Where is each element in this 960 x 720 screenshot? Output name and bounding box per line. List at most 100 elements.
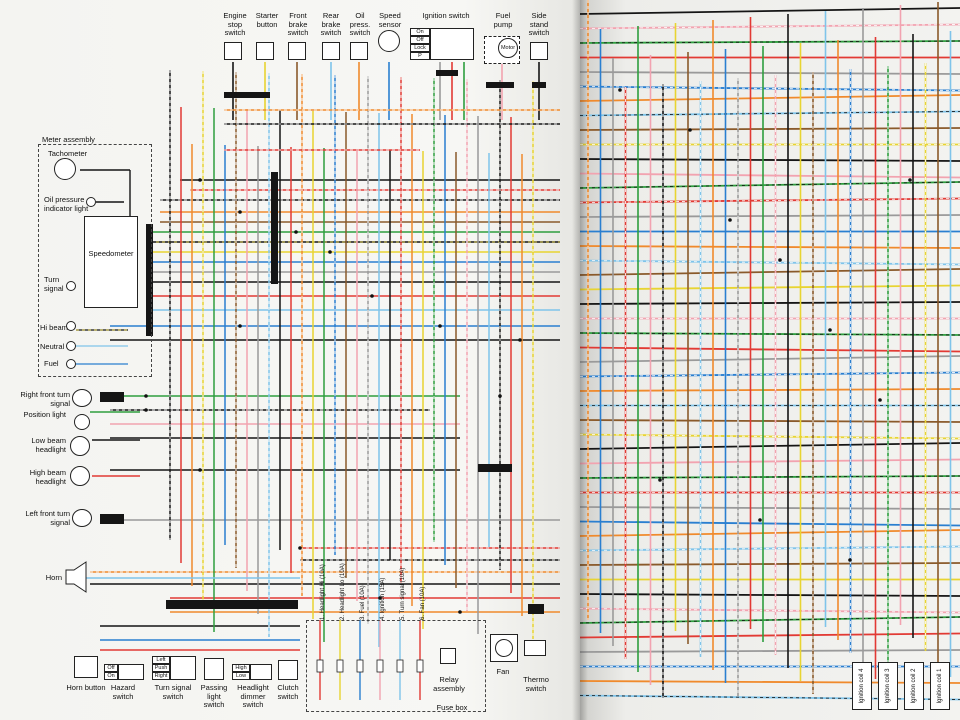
turn-state-right: Right	[152, 672, 170, 680]
wire	[580, 127, 960, 131]
turn-signal-switch	[170, 656, 196, 680]
connector-block	[224, 92, 270, 98]
connector-block	[100, 392, 124, 402]
wire	[580, 268, 960, 276]
low-beam-headlight-label: Low beam headlight	[31, 436, 66, 454]
junction-dot	[144, 408, 148, 412]
connector-block	[100, 514, 124, 524]
motor-label: Motor	[500, 45, 516, 51]
passing-light-switch-label: Passing light switch	[200, 683, 228, 709]
junction-dot	[778, 258, 782, 262]
junction-dot	[618, 88, 622, 92]
wire	[580, 607, 960, 614]
meter-assembly	[38, 144, 152, 377]
wire	[580, 649, 960, 653]
thermo-switch-label: Thermo switch	[523, 675, 549, 693]
fan-label: Fan	[496, 667, 510, 676]
junction-dot	[198, 468, 202, 472]
junction-dot	[294, 230, 298, 234]
wire	[580, 40, 960, 44]
connector-block	[532, 82, 546, 88]
hazard-state-off: Off	[104, 664, 118, 672]
fuse-box-label: Fuse box	[436, 703, 468, 712]
wire	[580, 181, 960, 189]
wire	[580, 616, 960, 624]
dimmer-state-low: Low	[232, 672, 250, 680]
engine-stop-switch-label: Engine stop switch	[223, 11, 247, 37]
ignition-coil: Ignition coil 2	[904, 662, 924, 710]
connector-block	[146, 224, 153, 336]
side-stand-switch-label: Side stand switch	[528, 11, 550, 37]
oil-light-label: Oil pressure indicator light	[44, 195, 89, 213]
connector-block	[528, 604, 544, 614]
clutch-switch-label: Clutch switch	[277, 683, 299, 701]
wire	[580, 520, 960, 527]
junction-dot	[198, 178, 202, 182]
wire	[580, 529, 960, 537]
meter-assembly-label: Meter assembly	[42, 135, 95, 144]
hazard-switch-label: Hazard switch	[110, 683, 136, 701]
junction-dot	[728, 218, 732, 222]
wire	[580, 284, 960, 291]
fuse-label: 2. Headlight Lo (10A)	[340, 563, 346, 620]
fuel-indicator-label: Fuel	[44, 359, 59, 368]
fuse-symbol	[316, 659, 324, 673]
turn-state-push: Push	[152, 664, 170, 672]
wire	[580, 85, 960, 92]
wire	[580, 506, 960, 510]
front-brake-switch	[288, 42, 306, 60]
hazard-switch	[118, 664, 144, 680]
ignition-coil-label: Ignition coil 4	[859, 668, 865, 704]
fuse-label: 5. Turn signal (10A)	[400, 567, 406, 620]
starter-button-label: Starter button	[255, 11, 279, 29]
wire	[580, 388, 960, 392]
tachometer-label: Tachometer	[48, 149, 88, 158]
speedometer	[84, 216, 138, 308]
wire	[580, 433, 960, 440]
junction-dot	[238, 324, 242, 328]
fuse-label: 1. Headlight Hi (10A)	[320, 564, 326, 620]
fuse-symbol	[336, 659, 344, 673]
right-front-turn-signal	[72, 389, 92, 407]
ignition-pos-p: P	[410, 52, 430, 60]
fuse-label: 4. Ignition (15A)	[380, 577, 386, 620]
wire	[580, 475, 960, 479]
junction-dot	[144, 394, 148, 398]
wire	[580, 94, 960, 102]
wire	[580, 172, 960, 179]
right-front-turn-signal-label: Right front turn signal	[20, 390, 70, 408]
wire	[580, 442, 960, 450]
junction-dot	[238, 210, 242, 214]
headlight-dimmer-switch	[250, 664, 272, 680]
high-beam-headlight	[70, 466, 90, 486]
junction-dot	[378, 596, 382, 600]
thermo-switch	[524, 640, 546, 656]
wire	[580, 259, 960, 266]
ignition-pos-lock: Lock	[410, 44, 430, 52]
fuse-symbol	[356, 659, 364, 673]
fan-motor-icon	[495, 639, 513, 657]
wire	[580, 346, 960, 353]
fuel-pump-label: Fuel pump	[493, 11, 513, 29]
rear-brake-switch	[322, 42, 340, 60]
oil-press-switch-label: Oil press. switch	[349, 11, 371, 37]
turn-state-left: Left	[152, 656, 170, 664]
dimmer-state-high: High	[232, 664, 250, 672]
wire	[580, 355, 960, 363]
low-beam-headlight	[70, 436, 90, 456]
wire	[580, 419, 960, 423]
connector-block	[436, 70, 458, 76]
fuel-lamp-icon	[66, 359, 76, 369]
oil-lamp-icon	[86, 197, 96, 207]
ignition-coil-label: Ignition coil 2	[911, 668, 917, 704]
junction-dot	[688, 128, 692, 132]
connector-block	[271, 172, 278, 284]
wire	[580, 632, 960, 639]
ignition-pos-on: On	[410, 28, 430, 36]
wire	[580, 71, 960, 75]
turn-signal-switch-label: Turn signal switch	[154, 683, 192, 701]
engine-stop-switch	[224, 42, 242, 60]
wire	[580, 680, 960, 684]
horn-button	[74, 656, 98, 678]
ignition-pos-off: Off	[410, 36, 430, 44]
